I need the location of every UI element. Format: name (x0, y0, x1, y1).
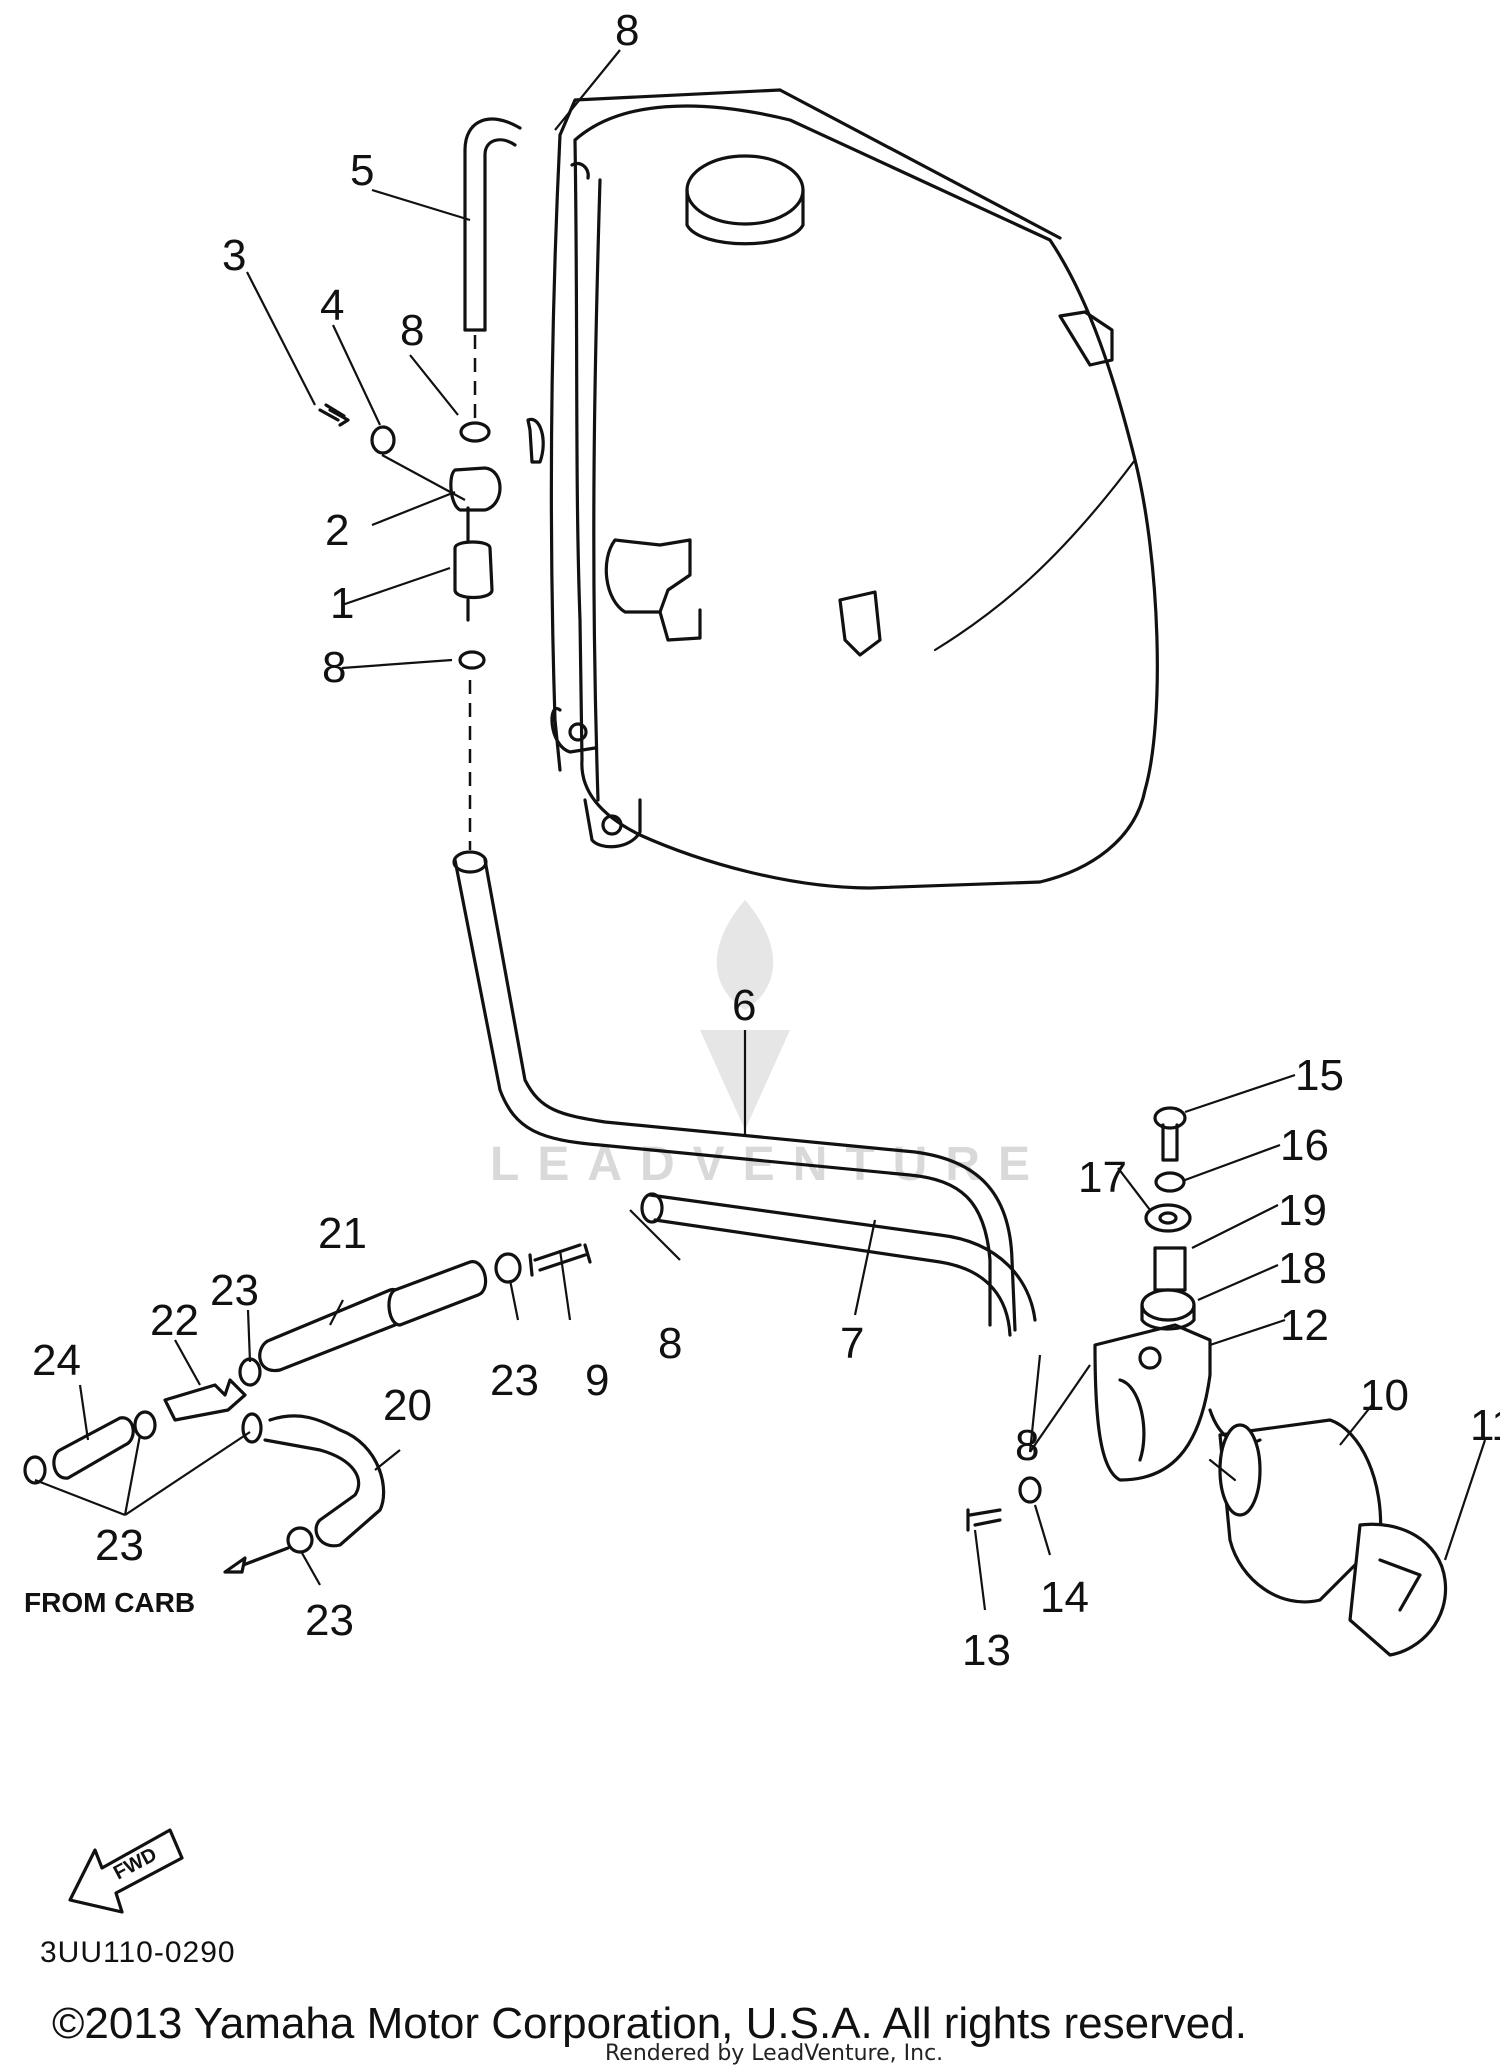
part-number-11: 11 (1470, 1401, 1500, 1450)
part-number-22: 22 (150, 1296, 199, 1345)
part-number-20: 20 (383, 1381, 432, 1430)
breather-hose (463, 117, 522, 420)
part-number-3: 3 (222, 231, 246, 280)
diagram-code: 3UU110-0290 (40, 1936, 236, 1969)
part-number-9: 9 (585, 1356, 609, 1405)
part-number-5: 5 (350, 146, 374, 195)
part-number-23: 23 (210, 1266, 259, 1315)
part-number-24: 24 (32, 1336, 81, 1385)
part-number-10: 10 (1360, 1371, 1409, 1420)
part-number-17: 17 (1078, 1153, 1127, 1202)
part-number-16: 16 (1280, 1121, 1329, 1170)
watermark-text: LEADVENTURE (490, 1138, 1048, 1191)
part-number-12: 12 (1280, 1301, 1329, 1350)
part-number-6: 6 (732, 981, 756, 1030)
part-number-7: 7 (840, 1319, 864, 1368)
mount-parts-stack (1140, 1106, 1196, 1331)
callout-lines (34, 49, 1487, 1611)
part-number-15: 15 (1295, 1051, 1344, 1100)
fuel-pump-assembly (1093, 1323, 1448, 1657)
copyright-notice: ©2013 Yamaha Motor Corporation, U.S.A. A… (52, 1999, 1247, 2048)
fuel-hose-6 (452, 850, 1017, 1332)
part-number-1: 1 (330, 579, 354, 628)
part-number-2: 2 (325, 506, 349, 555)
part-number-23: 23 (305, 1596, 354, 1645)
part-number-8: 8 (658, 1319, 682, 1368)
part-number-18: 18 (1278, 1244, 1327, 1293)
part-number-14: 14 (1040, 1573, 1089, 1622)
part-number-21: 21 (318, 1209, 367, 1258)
part-number-labels: 8 5 3 4 8 2 1 8 6 8 7 9 23 15 16 17 19 1… (32, 6, 1500, 1675)
part-number-4: 4 (320, 281, 344, 330)
carb-side-hoses (23, 1243, 592, 1574)
fuel-hose-7 (640, 1192, 1037, 1337)
from-carb-label: FROM CARB (24, 1587, 195, 1618)
part-number-23: 23 (95, 1521, 144, 1570)
fuel-tank (526, 88, 1159, 890)
watermark-logo (700, 900, 790, 1130)
watermark: LEADVENTURE (490, 900, 1048, 1191)
part-number-19: 19 (1278, 1186, 1327, 1235)
pump-mount-bolt (966, 1476, 1042, 1532)
rendered-by-notice: Rendered by LeadVenture, Inc. (605, 2041, 943, 2066)
part-number-23: 23 (490, 1356, 539, 1405)
part-number-8: 8 (400, 306, 424, 355)
part-number-8: 8 (615, 6, 639, 55)
part-number-13: 13 (962, 1626, 1011, 1675)
fwd-arrow: FWD (68, 1828, 184, 1914)
part-number-8: 8 (322, 643, 346, 692)
part-number-8: 8 (1015, 1421, 1039, 1470)
